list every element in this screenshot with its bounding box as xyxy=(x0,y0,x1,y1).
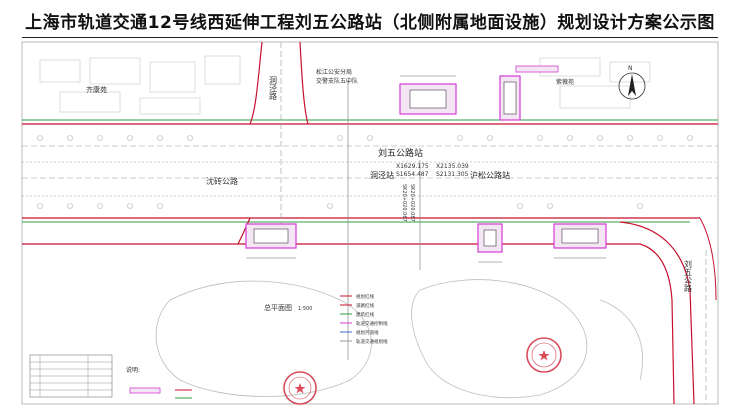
legend-lines xyxy=(340,295,352,342)
north-label: N xyxy=(628,65,633,72)
title-rule xyxy=(22,37,718,38)
label-police2: 交警支队五中队 xyxy=(316,77,358,85)
chainage-1: SK20+020.067 xyxy=(401,184,407,222)
legend-label-3: 轨道交通控制线 xyxy=(356,320,388,327)
legend-label-1: 道路红线 xyxy=(356,302,374,309)
plan-title: 总平面图 xyxy=(264,303,292,312)
building-footprints-nw xyxy=(39,55,241,115)
stamp-1 xyxy=(283,371,317,405)
road-dongjing xyxy=(237,41,309,245)
north-entrance-1 xyxy=(399,83,457,115)
legend-label-5: 轨道交通规划线 xyxy=(356,338,388,345)
page-title: 上海市轨道交通12号线西延伸工程刘五公路站（北侧附属地面设施）规划设计方案公示图 xyxy=(25,13,715,33)
north-tag-1 xyxy=(515,65,559,73)
coord-east-x: X2135.039 xyxy=(436,163,469,170)
label-ziyun: 紫薇苑 xyxy=(556,78,574,86)
label-liuwu-road: 刘五公路 xyxy=(684,259,693,292)
notes-head: 说明: xyxy=(126,366,140,374)
north-arrow xyxy=(618,72,646,100)
legend-label-2: 建筑红线 xyxy=(356,311,374,318)
south-entrance-east xyxy=(553,223,607,249)
park-area xyxy=(155,279,643,399)
label-station-east: 沪松公路站 xyxy=(470,170,510,180)
label-qikangyuan: 齐康苑 xyxy=(86,85,107,94)
label-dongjing-road: 洞泾路 xyxy=(269,75,278,100)
legend-label-4: 规划河道线 xyxy=(356,329,379,336)
coord-east-y: S2131.305 xyxy=(436,171,469,178)
road-main xyxy=(22,119,718,245)
plan-border xyxy=(21,41,719,405)
south-entrance-mid xyxy=(477,223,503,253)
dimension-lines xyxy=(246,75,606,263)
south-entrance-west xyxy=(245,223,297,249)
road-liuwu-ns xyxy=(619,217,717,405)
label-police: 松江公安分局 xyxy=(316,68,352,76)
stamp-2 xyxy=(526,337,562,373)
legend-table xyxy=(29,354,113,398)
plan-scale: 1:500 xyxy=(298,306,312,312)
label-station-name: 刘五公路站 xyxy=(378,147,423,159)
chainage-2: SK20+020.087 xyxy=(409,184,415,222)
north-entrance-2 xyxy=(499,75,521,121)
label-shenzhuan-road: 沈砖公路 xyxy=(206,176,238,186)
coord-west-x: X1629.175 xyxy=(396,163,429,170)
legend-swatch-magenta xyxy=(129,387,161,394)
coord-west-y: S1654.487 xyxy=(396,171,429,178)
label-station-west: 洞泾站 xyxy=(370,170,394,180)
legend-label-0: 规划红线 xyxy=(356,293,374,300)
